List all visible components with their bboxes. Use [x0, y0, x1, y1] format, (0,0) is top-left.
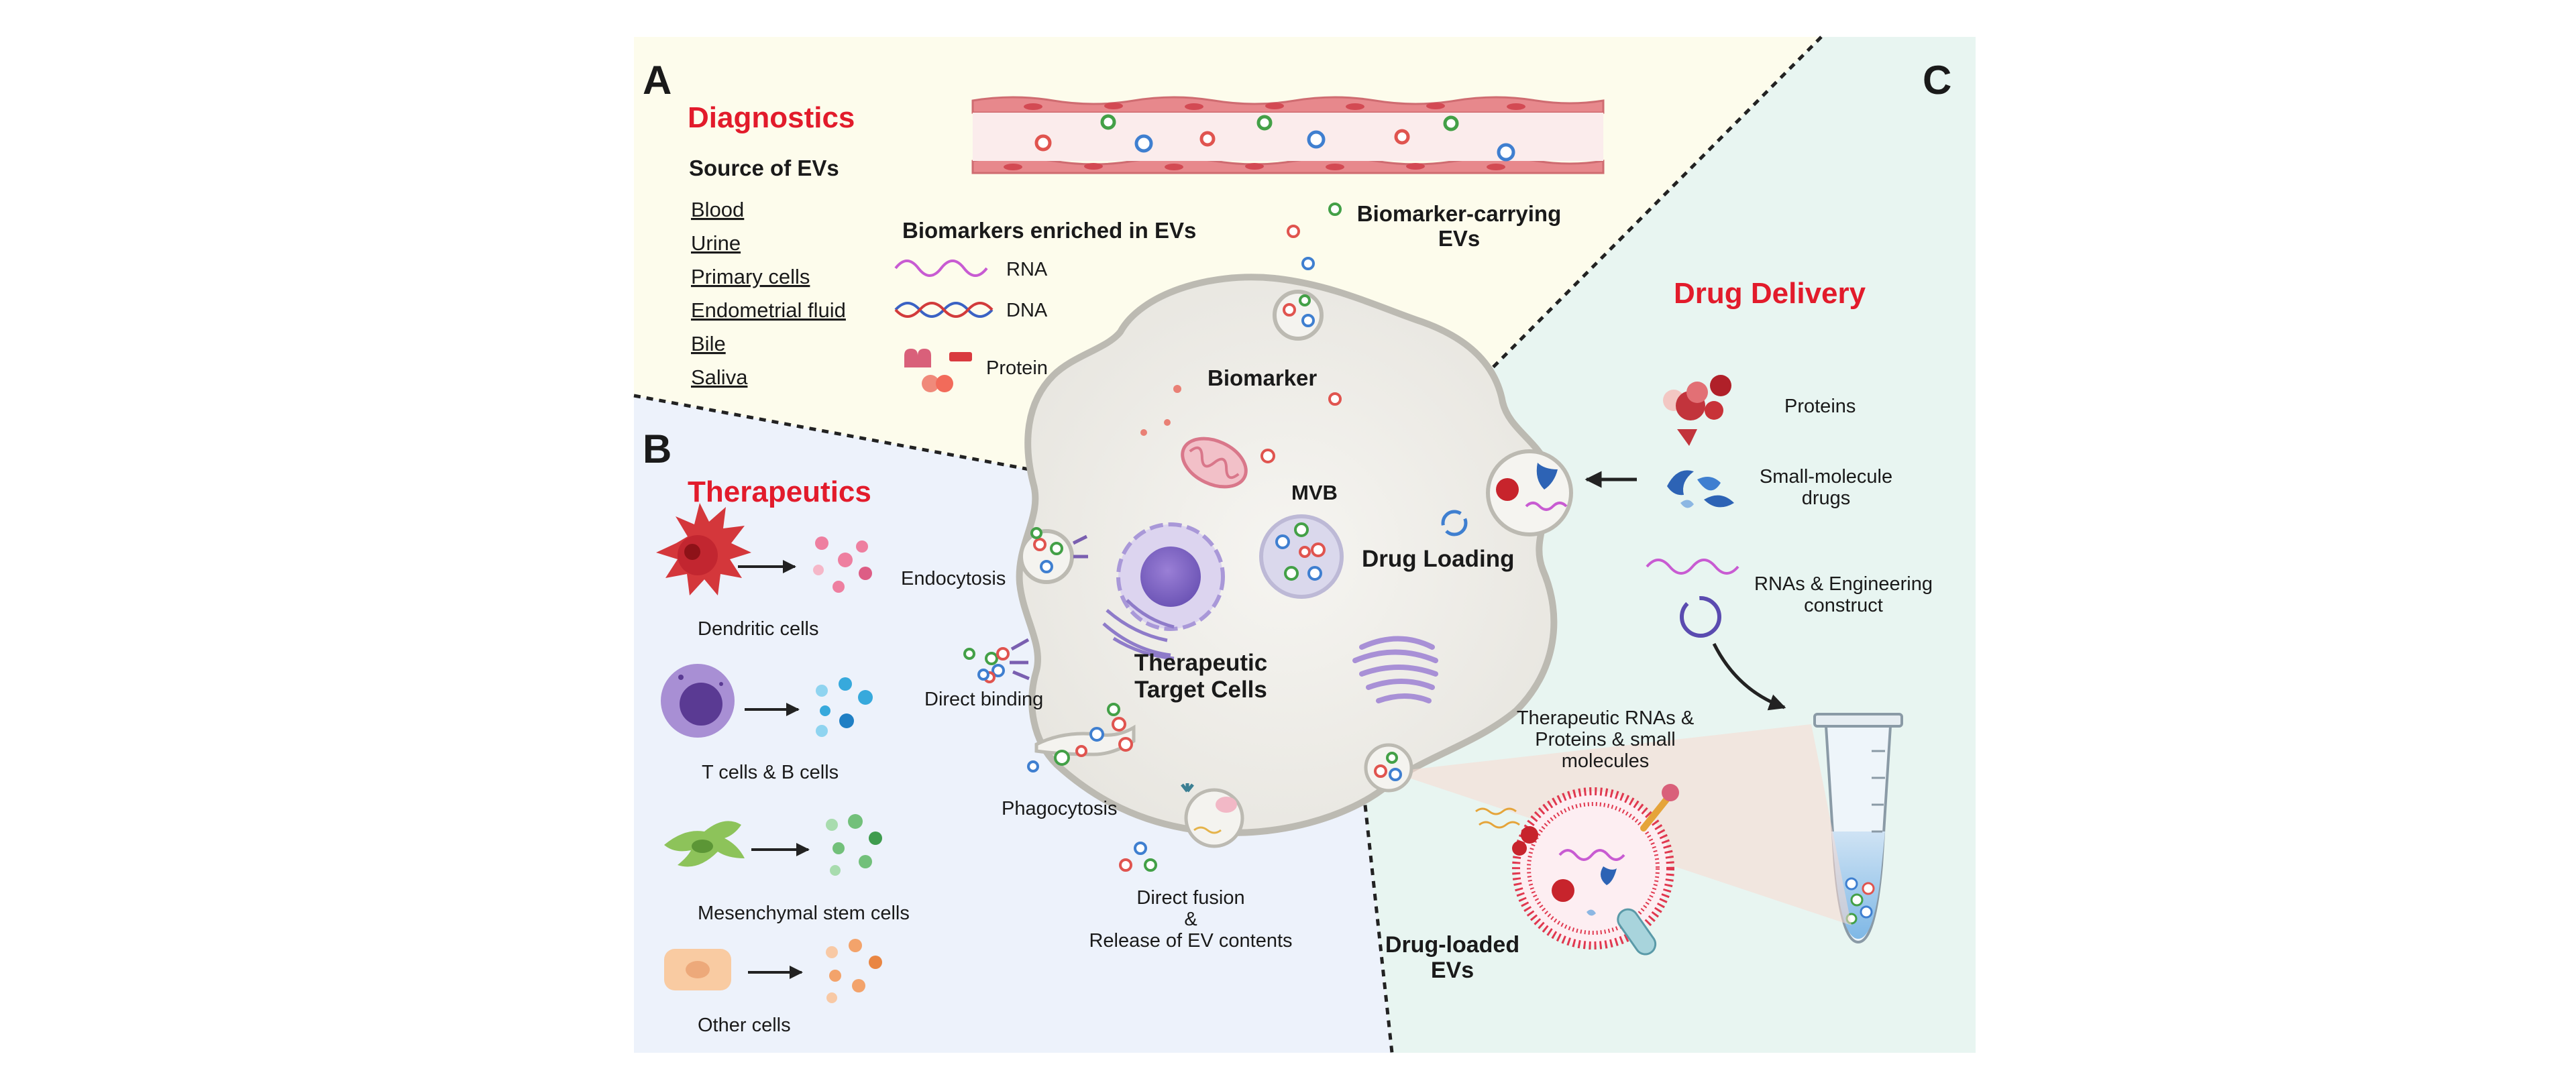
mitochondrion-icon: [1181, 437, 1248, 489]
biomarker-carrying-label: Biomarker-carrying: [1357, 201, 1561, 226]
curved-arrow-icon: [1712, 642, 1786, 711]
rna-construct-icon: [1646, 559, 1739, 575]
direct-fusion-label: Release of EV contents: [1089, 930, 1292, 952]
direct-fusion-icon: [1119, 783, 1244, 872]
divider-line: [633, 394, 1336, 528]
panel-a-title: Diagnostics: [688, 101, 855, 134]
direct-binding-label: Direct binding: [924, 689, 1043, 710]
biomarkers-heading: Biomarkers enriched in EVs: [902, 218, 1196, 243]
budding-vesicle-icon: [1273, 290, 1324, 341]
loading-vesicle-icon: [1486, 449, 1573, 536]
phagocytosis-icon: [1027, 703, 1136, 772]
direct-fusion-label: &: [1184, 909, 1197, 930]
mvb-icon: [1259, 514, 1344, 599]
biomarker-carrying-label: EVs: [1438, 226, 1480, 251]
target-cells-label: Therapeutic: [1134, 650, 1267, 676]
cargo-label: molecules: [1562, 750, 1650, 772]
cargo-label: Proteins & small: [1535, 729, 1676, 750]
small-molecule-label: Small-molecule: [1760, 466, 1892, 488]
msc-evs-icon: [826, 814, 882, 876]
blood-vessel-illustration: [971, 96, 1605, 174]
panel-b-title: Therapeutics: [688, 475, 871, 508]
lymphocyte-evs-icon: [816, 677, 873, 737]
protein-icon: [904, 349, 972, 392]
direct-fusion-label: Direct fusion: [1136, 887, 1244, 909]
source-item: Saliva: [691, 365, 748, 389]
biomarker-label: Biomarker: [1208, 365, 1317, 390]
endoplasmic-reticulum-icon: [1102, 599, 1175, 661]
rnas-label: RNAs & Engineering: [1754, 573, 1933, 595]
mvb-label: MVB: [1291, 481, 1338, 504]
proteins-label: Proteins: [1784, 396, 1856, 417]
therapeutic-source-label: Other cells: [698, 1015, 791, 1036]
cargo-label: Therapeutic RNAs &: [1517, 707, 1694, 729]
therapeutic-source-label: Mesenchymal stem cells: [698, 903, 910, 924]
other-cell-icon: [664, 949, 731, 990]
rnas-label: construct: [1804, 595, 1883, 616]
small-molecule-drugs-icon: [1667, 470, 1734, 508]
source-item: Endometrial fluid: [691, 298, 846, 322]
dna-icon: [894, 302, 994, 318]
source-item: Blood: [691, 198, 744, 221]
panel-c-title: Drug Delivery: [1674, 277, 1866, 310]
source-heading: Source of EVs: [689, 156, 839, 180]
rna-icon: [894, 260, 988, 277]
drug-loaded-ev-icon: [1475, 784, 1679, 956]
drug-loading-label: Drug Loading: [1362, 546, 1514, 572]
therapeutic-source-label: T cells & B cells: [702, 762, 839, 783]
endocytosis-icon: [1019, 527, 1088, 584]
drug-loaded-evs-label: EVs: [1431, 958, 1474, 983]
endocytosis-label: Endocytosis: [901, 568, 1006, 589]
protein-label: Protein: [986, 357, 1048, 379]
plasmid-icon: [1680, 596, 1721, 638]
lymphocyte-icon: [661, 664, 735, 738]
therapeutic-source-label: Dendritic cells: [698, 618, 819, 640]
dendritic-cell-icon: [656, 503, 751, 595]
exit-vesicle-icon: [1364, 743, 1413, 793]
source-item: Urine: [691, 231, 741, 255]
panel-letter-a: A: [643, 58, 672, 103]
other-cell-evs-icon: [826, 939, 882, 1003]
source-item: Primary cells: [691, 265, 810, 288]
panel-letter-c: C: [1923, 58, 1951, 103]
proteins-icon: [1663, 375, 1731, 446]
dendritic-evs-icon: [813, 536, 872, 593]
panel-letter-b: B: [643, 426, 672, 471]
direct-binding-icon: [963, 638, 1030, 683]
rna-label: RNA: [1006, 259, 1048, 280]
source-list: Blood Urine Primary cells Endometrial fl…: [691, 198, 846, 389]
golgi-icon: [1352, 636, 1438, 703]
drug-loaded-evs-label: Drug-loaded: [1385, 932, 1519, 958]
mesenchymal-stem-cell-icon: [664, 821, 745, 867]
target-cells-label: Target Cells: [1134, 677, 1267, 703]
phagocytosis-label: Phagocytosis: [1002, 798, 1118, 819]
nucleus-icon: [1116, 522, 1225, 631]
released-ev-particles: [1287, 203, 1342, 270]
source-item: Bile: [691, 332, 726, 355]
plasmid-icon: [1441, 510, 1468, 536]
small-molecule-label: drugs: [1802, 488, 1851, 509]
dna-label: DNA: [1006, 300, 1048, 321]
